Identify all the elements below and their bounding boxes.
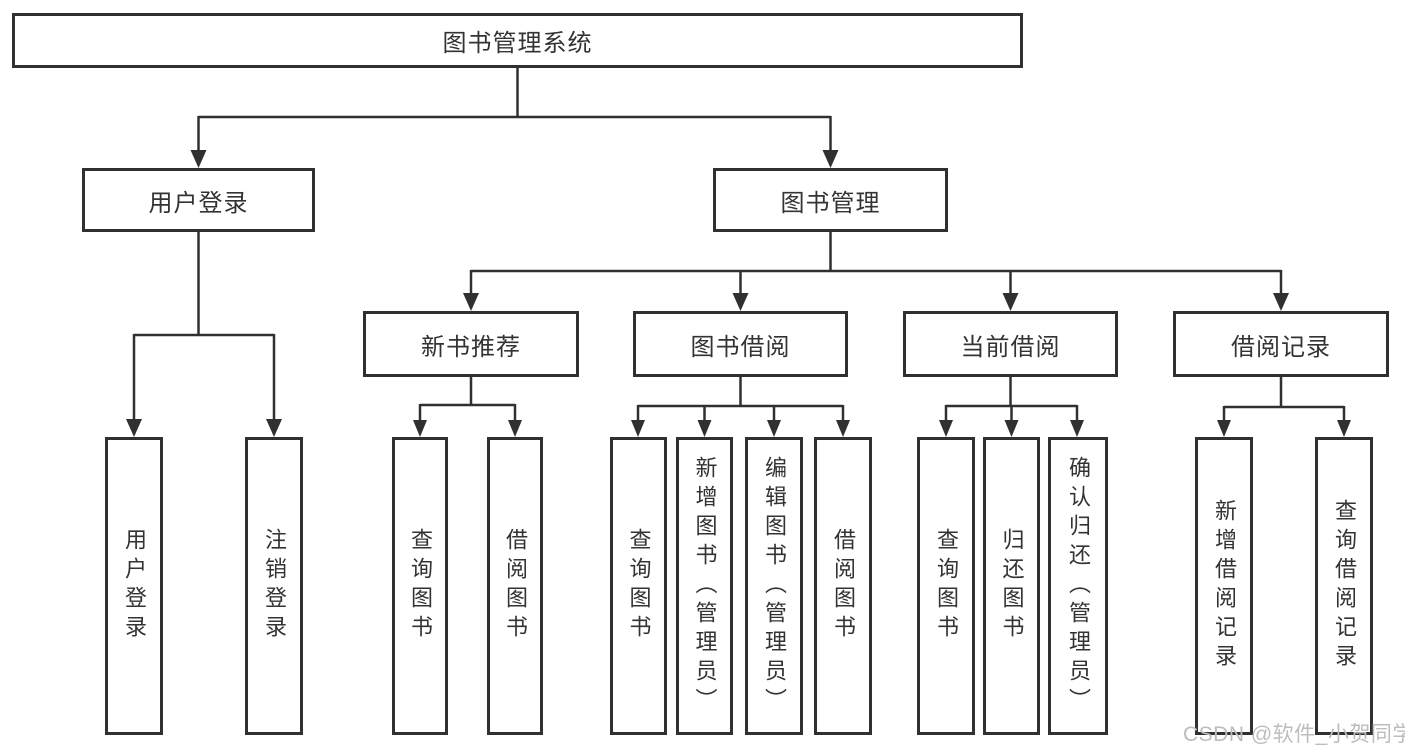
connector-mgmt-branch — [463, 232, 1289, 311]
arrowhead — [413, 420, 427, 437]
leaf-logout: 注销登录 — [245, 437, 303, 735]
connector-borrow-group — [631, 377, 850, 437]
node-branch-book-mgmt: 图书管理 — [713, 168, 948, 232]
arrowhead — [631, 420, 645, 437]
leaf-recommend-borrow-book: 借阅图书 — [487, 437, 543, 735]
leaf-borrow-add-book-admin: 新增图书（管理员） — [676, 437, 733, 735]
connector-line — [1224, 377, 1344, 409]
arrowhead — [508, 420, 522, 437]
connector-root-to-branches — [190, 68, 839, 168]
leaf-current-query-book: 查询图书 — [917, 437, 975, 735]
arrowhead — [767, 420, 781, 437]
arrowhead — [463, 293, 479, 311]
connector-user-branch — [126, 232, 282, 437]
connector-line — [471, 232, 1281, 273]
leaf-user-login: 用户登录 — [105, 437, 163, 735]
node-group-book-borrow: 图书借阅 — [633, 311, 848, 377]
leaf-current-confirm-return-admin: 确认归还（管理员） — [1048, 437, 1108, 735]
arrowhead — [126, 419, 142, 437]
leaf-borrow-query-book: 查询图书 — [610, 437, 667, 735]
arrowhead — [1273, 293, 1289, 311]
node-group-borrow-records: 借阅记录 — [1173, 311, 1389, 377]
leaf-current-return-book: 归还图书 — [983, 437, 1040, 735]
connector-line — [134, 232, 274, 337]
node-group-new-book-recommend: 新书推荐 — [363, 311, 579, 377]
arrowhead — [822, 150, 839, 168]
node-root: 图书管理系统 — [12, 13, 1023, 68]
connector-records-group — [1217, 377, 1351, 437]
connector-line — [420, 377, 515, 407]
connector-recommend-group — [413, 377, 522, 437]
arrowhead — [190, 150, 207, 168]
arrowhead — [1002, 293, 1019, 311]
node-group-current-borrow: 当前借阅 — [903, 311, 1118, 377]
arrowhead — [697, 420, 712, 437]
arrowhead — [1004, 420, 1019, 437]
connector-current-group — [939, 377, 1084, 437]
arrowhead — [939, 420, 953, 437]
leaf-borrow-edit-book-admin: 编辑图书（管理员） — [745, 437, 803, 735]
arrowhead — [732, 293, 749, 311]
arrowhead — [836, 420, 850, 437]
arrowhead — [1070, 420, 1084, 437]
leaf-borrow-borrow-book: 借阅图书 — [814, 437, 872, 735]
leaf-recommend-query-book: 查询图书 — [392, 437, 448, 735]
arrowhead — [266, 419, 282, 437]
leaf-records-query-record: 查询借阅记录 — [1315, 437, 1373, 735]
arrowhead — [1337, 420, 1351, 437]
connector-line — [946, 377, 1077, 408]
arrowhead — [1217, 420, 1231, 437]
leaf-records-add-record: 新增借阅记录 — [1195, 437, 1253, 735]
connector-line — [638, 377, 843, 408]
csdn-watermark: CSDN @软件_小贺同学 — [1183, 723, 1405, 746]
node-branch-user-login: 用户登录 — [82, 168, 315, 232]
connector-line — [198, 68, 831, 119]
